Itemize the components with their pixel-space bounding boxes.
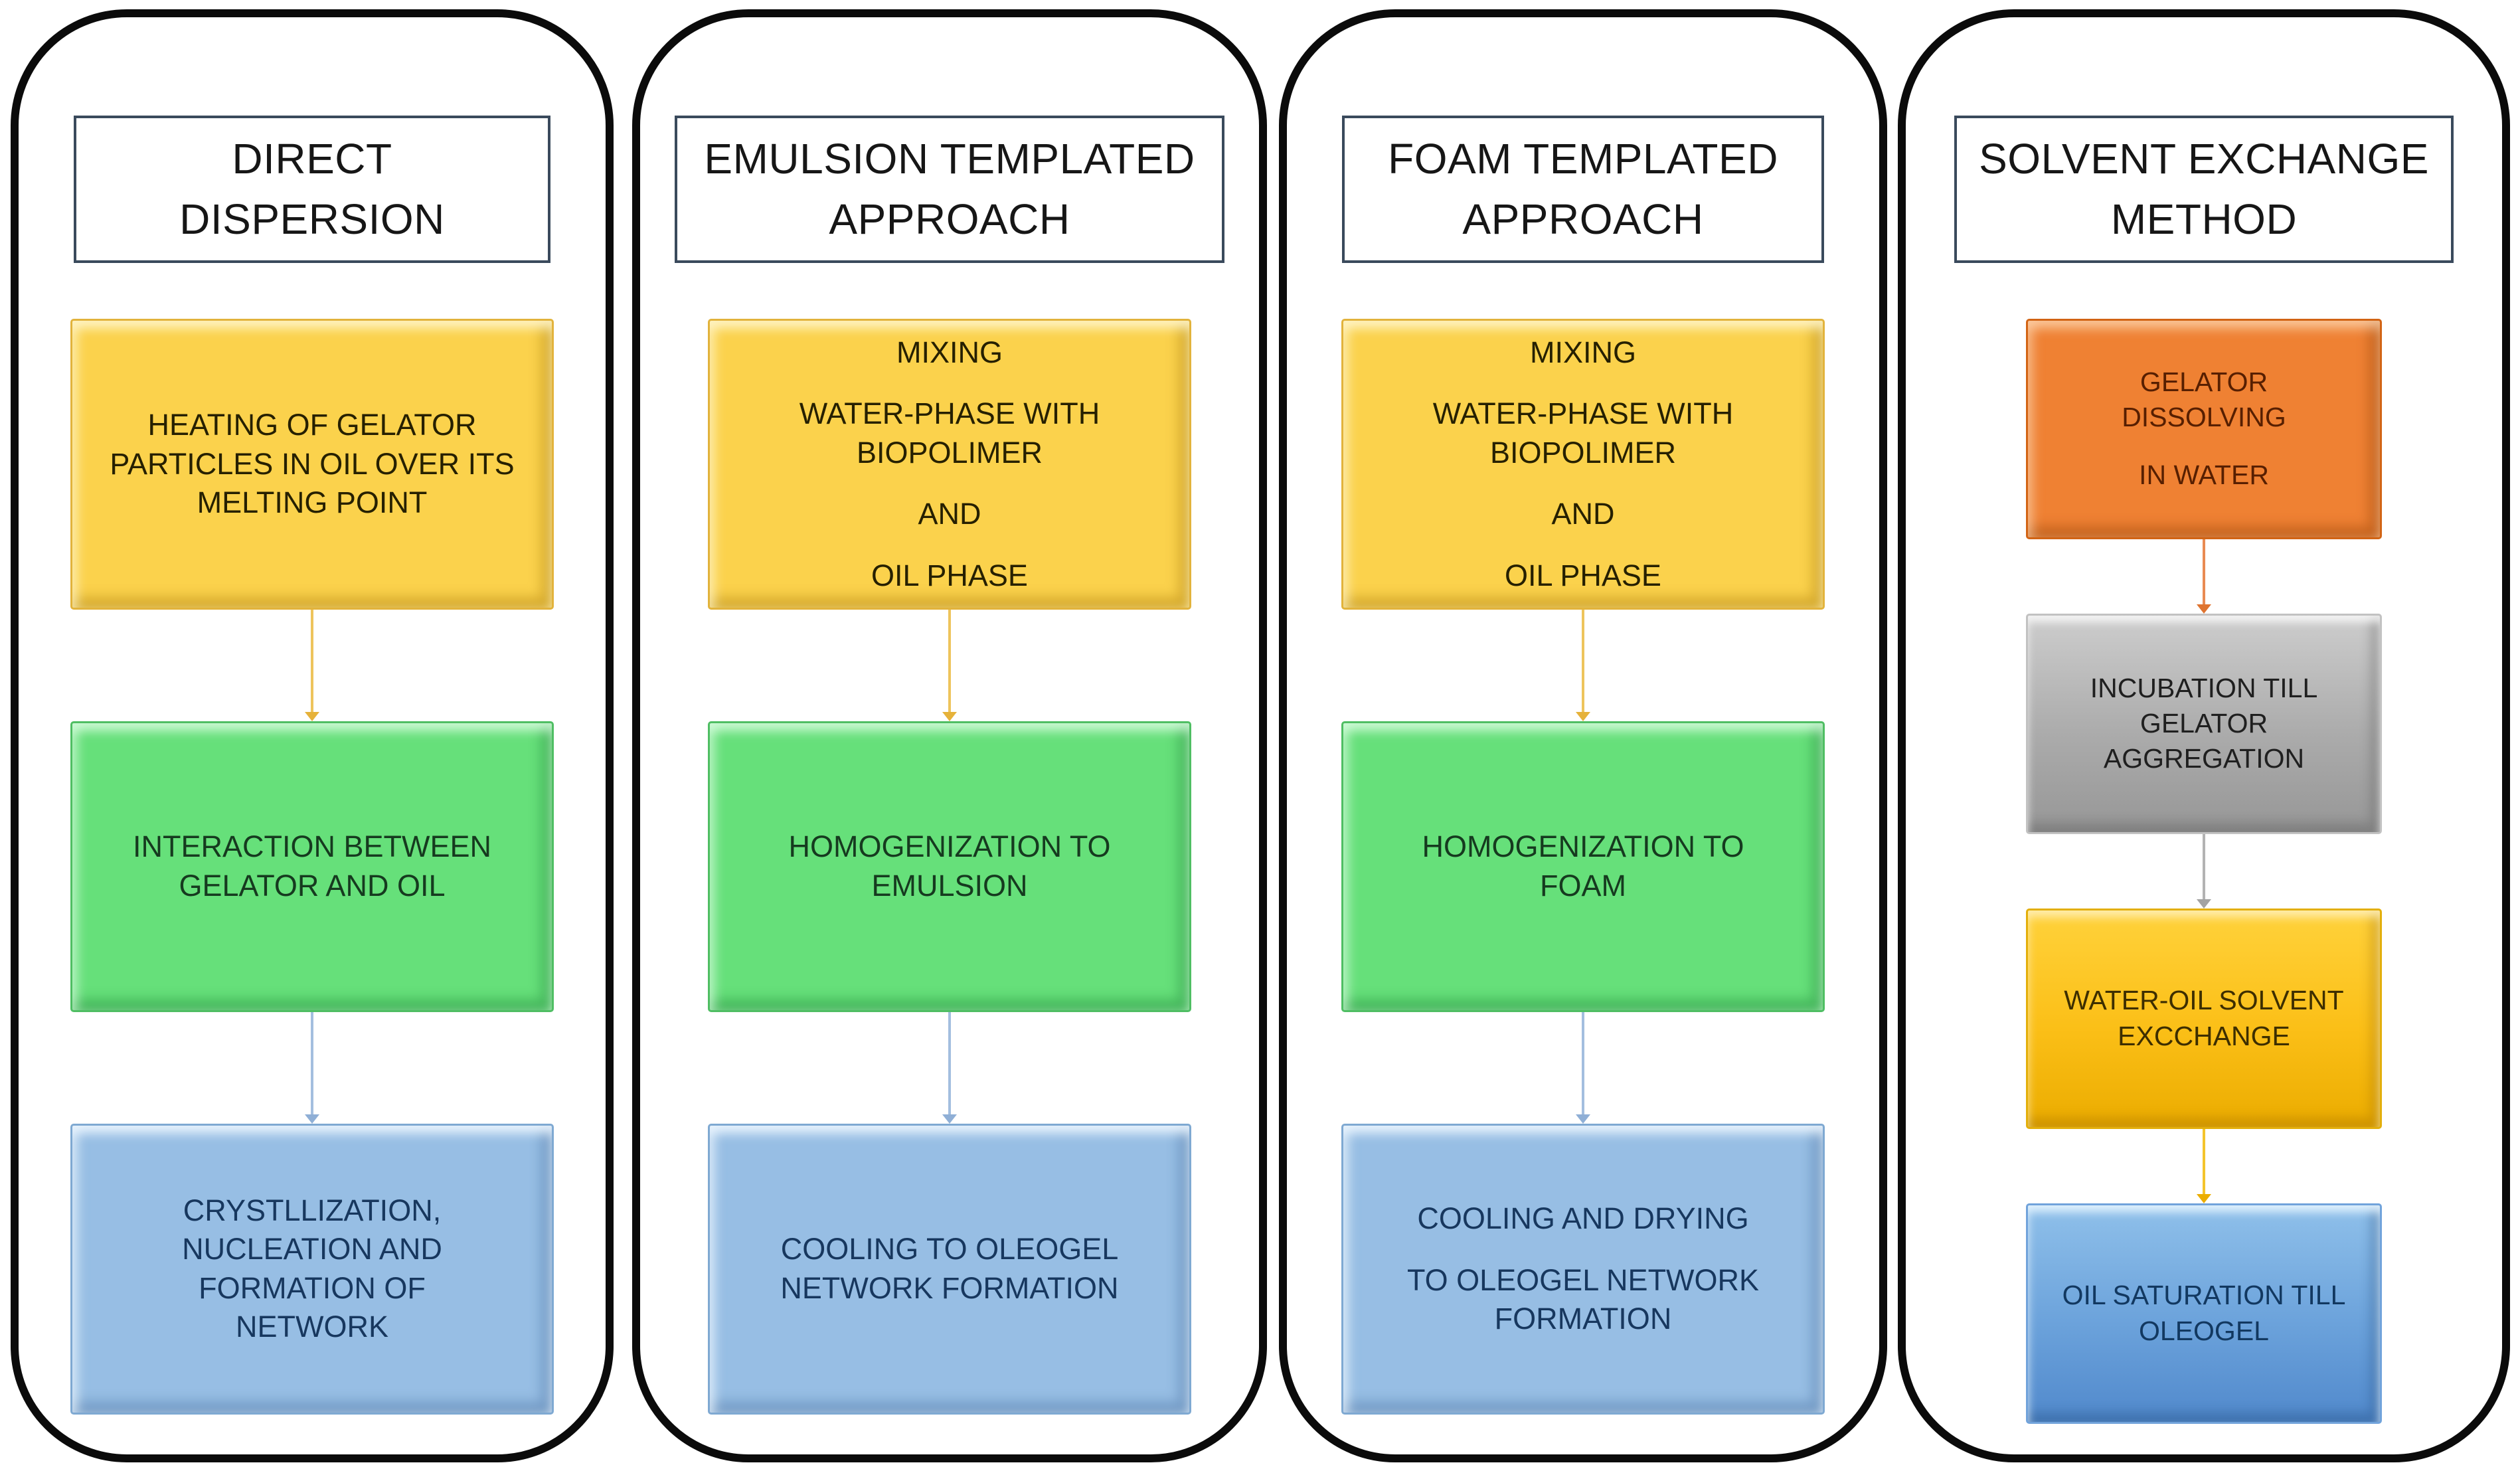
- arrow-head: [2197, 604, 2211, 614]
- column-title-box: DIRECT DISPERSION: [74, 116, 550, 263]
- arrow-head: [1576, 1114, 1590, 1124]
- step-box-crystallization: CRYSTLLIZATION, NUCLEATION AND FORMATION…: [70, 1123, 554, 1415]
- step-text: COOLING AND DRYING: [1417, 1201, 1749, 1235]
- step-text: INTERACTION BETWEEN GELATOR AND OIL: [132, 829, 492, 903]
- step-text: WATER-OIL SOLVENT EXCCHANGE: [2064, 985, 2344, 1051]
- step-box-oil-saturation: OIL SATURATION TILL OLEOGEL: [2026, 1203, 2382, 1424]
- arrow-shaft: [1582, 1011, 1584, 1114]
- down-arrow-icon: [942, 1011, 957, 1124]
- step-text: WATER-PHASE WITH BIOPOLIMER: [799, 396, 1100, 470]
- arrow-head: [305, 1114, 319, 1124]
- step-box-cooling-drying: COOLING AND DRYING TO OLEOGEL NETWORK FO…: [1341, 1123, 1825, 1415]
- method-column-foam-templated: FOAM TEMPLATED APPROACH MIXING WATER-PHA…: [1279, 9, 1887, 1462]
- arrow-head: [2197, 899, 2211, 909]
- column-title-line: DIRECT: [232, 135, 392, 183]
- step-text: INCUBATION TILL GELATOR AGGREGATION: [2090, 672, 2318, 774]
- step-text: MIXING: [896, 335, 1003, 369]
- step-box-interaction: INTERACTION BETWEEN GELATOR AND OIL: [70, 721, 554, 1012]
- column-title-line: FOAM TEMPLATED: [1388, 135, 1778, 183]
- arrow-shaft: [948, 1011, 951, 1114]
- step-text: COOLING TO OLEOGEL NETWORK FORMATION: [780, 1232, 1119, 1305]
- down-arrow-icon: [942, 609, 957, 721]
- step-text: HEATING OF GELATOR PARTICLES IN OIL OVER…: [110, 408, 515, 519]
- step-box-heating: HEATING OF GELATOR PARTICLES IN OIL OVER…: [70, 318, 554, 610]
- step-box-mixing: MIXING WATER-PHASE WITH BIOPOLIMER AND O…: [1341, 318, 1825, 610]
- column-title-box: FOAM TEMPLATED APPROACH: [1342, 116, 1824, 263]
- down-arrow-icon: [305, 609, 319, 721]
- step-box-cooling: COOLING TO OLEOGEL NETWORK FORMATION: [708, 1123, 1191, 1415]
- arrow-head: [305, 711, 319, 721]
- down-arrow-icon: [2197, 833, 2211, 909]
- step-text: HOMOGENIZATION TO FOAM: [1422, 829, 1744, 903]
- down-arrow-icon: [305, 1011, 319, 1124]
- down-arrow-icon: [2197, 1128, 2211, 1203]
- method-column-solvent-exchange: SOLVENT EXCHANGE METHOD GELATOR DISSOLVI…: [1898, 9, 2510, 1462]
- column-title-line: SOLVENT EXCHANGE: [1979, 135, 2429, 183]
- step-text: CRYSTLLIZATION, NUCLEATION AND FORMATION…: [182, 1193, 442, 1344]
- arrow-shaft: [311, 1011, 313, 1114]
- step-box-incubation: INCUBATION TILL GELATOR AGGREGATION: [2026, 613, 2382, 834]
- step-text: HOMOGENIZATION TO EMULSION: [788, 829, 1111, 903]
- arrow-head: [942, 1114, 957, 1124]
- column-title-line: DISPERSION: [179, 195, 445, 243]
- step-box-solvent-exchange: WATER-OIL SOLVENT EXCCHANGE: [2026, 908, 2382, 1129]
- step-box-homogenization: HOMOGENIZATION TO FOAM: [1341, 721, 1825, 1012]
- arrow-head: [2197, 1193, 2211, 1203]
- arrow-shaft: [1582, 609, 1584, 712]
- step-text: AND: [918, 497, 981, 531]
- column-title-line: APPROACH: [829, 195, 1070, 243]
- method-column-emulsion-templated: EMULSION TEMPLATED APPROACH MIXING WATER…: [632, 9, 1267, 1462]
- column-title-box: SOLVENT EXCHANGE METHOD: [1954, 116, 2454, 263]
- arrow-shaft: [2203, 1128, 2205, 1194]
- step-text: GELATOR DISSOLVING: [2122, 366, 2286, 433]
- step-text: WATER-PHASE WITH BIOPOLIMER: [1432, 396, 1734, 470]
- column-title-line: EMULSION TEMPLATED: [704, 135, 1195, 183]
- step-text: OIL PHASE: [871, 558, 1028, 592]
- step-text: TO OLEOGEL NETWORK FORMATION: [1406, 1262, 1760, 1336]
- step-text: AND: [1551, 497, 1615, 531]
- down-arrow-icon: [1576, 1011, 1590, 1124]
- column-title-box: EMULSION TEMPLATED APPROACH: [675, 116, 1224, 263]
- down-arrow-icon: [1576, 609, 1590, 721]
- arrow-shaft: [2203, 539, 2205, 604]
- arrow-shaft: [311, 609, 313, 712]
- down-arrow-icon: [2197, 539, 2211, 614]
- step-box-mixing: MIXING WATER-PHASE WITH BIOPOLIMER AND O…: [708, 318, 1191, 610]
- arrow-head: [1576, 711, 1590, 721]
- step-text: OIL SATURATION TILL OLEOGEL: [2062, 1280, 2346, 1346]
- column-title-line: METHOD: [2110, 195, 2298, 243]
- step-box-gelator-dissolving: GELATOR DISSOLVING IN WATER: [2026, 318, 2382, 539]
- step-text: IN WATER: [2139, 460, 2269, 491]
- arrow-head: [942, 711, 957, 721]
- step-text: OIL PHASE: [1505, 558, 1661, 592]
- arrow-shaft: [948, 609, 951, 712]
- method-column-direct-dispersion: DIRECT DISPERSION HEATING OF GELATOR PAR…: [11, 9, 614, 1462]
- arrow-shaft: [2203, 833, 2205, 899]
- step-text: MIXING: [1529, 335, 1636, 369]
- column-title-line: APPROACH: [1462, 195, 1704, 243]
- step-box-homogenization: HOMOGENIZATION TO EMULSION: [708, 721, 1191, 1012]
